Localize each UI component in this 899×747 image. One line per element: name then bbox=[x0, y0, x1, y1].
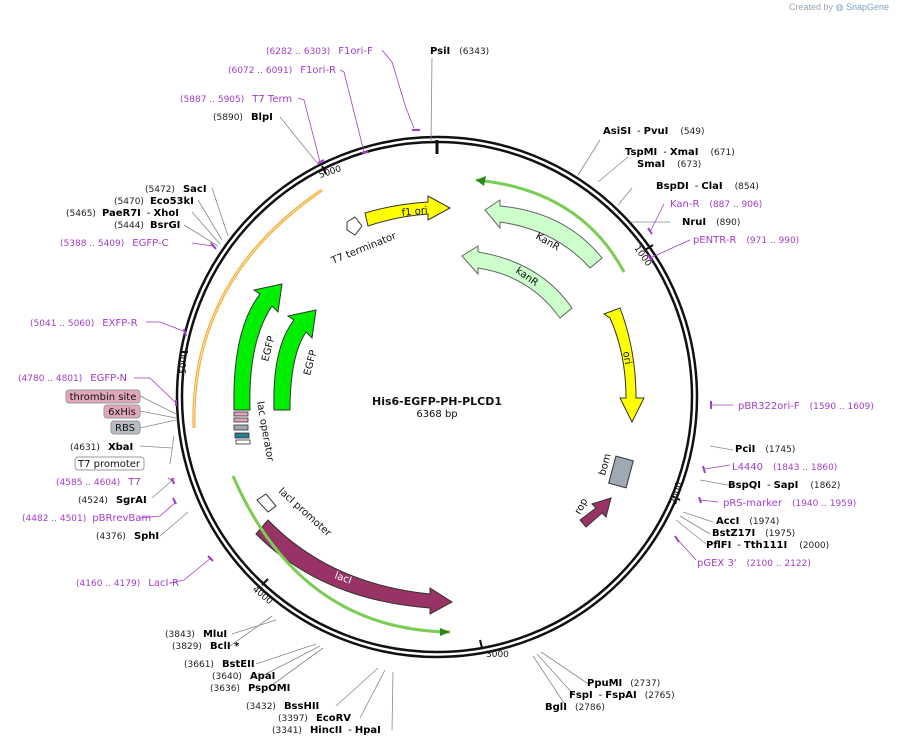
small-feature-stack[interactable] bbox=[233, 411, 251, 445]
site-fspi: FspI-FspAI(2765) bbox=[569, 690, 675, 701]
primer-pbrrevbam: (4482 .. 4501)pBRrevBam bbox=[22, 513, 151, 524]
f1-ori-label: f1 ori bbox=[401, 205, 428, 219]
primer-pbr322ori-f: pBR322ori-F(1590 .. 1609) bbox=[738, 401, 874, 412]
primer-exfp-r: (5041 .. 5060)EXFP-R bbox=[30, 318, 138, 329]
site-tspmi: TspMI-XmaI(671) bbox=[625, 147, 735, 158]
egfp-outer-label: EGFP bbox=[260, 335, 277, 363]
site-pflfi: PflFI-Tth111I(2000) bbox=[706, 540, 829, 551]
primer-leader-lines bbox=[134, 49, 733, 584]
primer-t7term: (5887 .. 5905)T7 Term bbox=[180, 94, 292, 105]
primer-f1ori-f: (6282 .. 6303)F1ori-F bbox=[266, 46, 373, 57]
site-ppumi: PpuMI(2737) bbox=[587, 678, 660, 689]
site-eco53ki: (5470)Eco53kI bbox=[114, 196, 194, 207]
kanr-outer-arrow[interactable] bbox=[484, 199, 603, 269]
primer-pgex3: pGEX 3'(2100 .. 2122) bbox=[697, 558, 811, 569]
tick-2000: 2000 bbox=[669, 481, 685, 506]
ori-arrow[interactable] bbox=[602, 307, 645, 424]
primer-t7: (4585 .. 4604)T7 bbox=[56, 477, 141, 488]
primer-f1ori-r: (6072 .. 6091)F1ori-R bbox=[228, 65, 336, 76]
tick-5000-a: 5000 bbox=[179, 351, 189, 374]
t7-terminator-label: T7 terminator bbox=[329, 230, 399, 267]
t7-promoter-label: T7 promoter bbox=[77, 459, 141, 470]
primer-ticks bbox=[171, 129, 712, 562]
rbs-label: RBS bbox=[115, 423, 135, 434]
site-bstz17i: BstZ17I(1975) bbox=[712, 528, 795, 539]
lac-operator-label: lac operator bbox=[254, 401, 276, 463]
kanr-inner-arrow[interactable] bbox=[461, 245, 573, 319]
site-blpi: (5890)BlpI bbox=[213, 112, 273, 123]
site-bspqi: BspQI-SapI(1862) bbox=[728, 480, 840, 491]
site-mlui: (3843)MluI bbox=[165, 629, 227, 640]
site-ecorv: (3397)EcoRV bbox=[278, 713, 351, 724]
site-pspomi: (3636)PspOMI bbox=[210, 683, 290, 694]
site-sgrai: (4524)SgrAI bbox=[78, 495, 147, 506]
site-bgli: BglI(2786) bbox=[545, 702, 605, 713]
laci-promoter-arrow[interactable] bbox=[256, 493, 277, 513]
plasmid-name: His6-EGFP-PH-PLCD1 bbox=[372, 395, 502, 408]
site-bsshii: (3432)BssHII bbox=[246, 701, 319, 712]
site-sphi: (4376)SphI bbox=[96, 531, 159, 542]
backbone-outer bbox=[175, 135, 699, 659]
egfp-inner-arrow[interactable] bbox=[273, 309, 317, 411]
egfp-outer-arrow[interactable] bbox=[233, 283, 283, 411]
tick-3000: 3000 bbox=[486, 650, 509, 660]
primer-prs-marker: pRS-marker(1940 .. 1959) bbox=[723, 498, 856, 509]
laci-strand[interactable] bbox=[231, 475, 451, 634]
thrombin-site-label: thrombin site bbox=[70, 392, 137, 403]
site-bsrgi: (5444)BsrGI bbox=[114, 220, 180, 231]
site-bspdi: BspDI-ClaI(854) bbox=[656, 181, 759, 192]
site-pcii: PciI(1745) bbox=[735, 444, 795, 455]
site-paer7i: (5465)PaeR7I-XhoI bbox=[66, 208, 179, 219]
primer-egfp-n: (4780 .. 4801)EGFP-N bbox=[18, 373, 127, 384]
site-xbai: (4631)XbaI bbox=[70, 442, 133, 453]
site-apai: (3640)ApaI bbox=[212, 671, 275, 682]
f1-ori-arrow[interactable] bbox=[364, 195, 452, 227]
site-smai: SmaI(673) bbox=[637, 159, 701, 170]
t7-terminator-arrow[interactable] bbox=[346, 216, 363, 236]
leader-lines bbox=[139, 57, 734, 731]
ori-label: ori bbox=[620, 351, 633, 366]
watermark: Created by ◍ SnapGene bbox=[789, 2, 889, 12]
his6-label: 6xHis bbox=[108, 407, 136, 418]
boxed-labels: thrombin site 6xHis RBS T7 promoter bbox=[65, 389, 145, 471]
laci-arrow[interactable] bbox=[255, 519, 453, 615]
site-bsteii: (3661)BstEII bbox=[184, 659, 255, 670]
egfp-inner-label: EGFP bbox=[302, 349, 319, 377]
rop-arrow[interactable] bbox=[579, 497, 612, 528]
site-saci: (5472)SacI bbox=[145, 184, 207, 195]
site-nrui: NruI(890) bbox=[682, 217, 740, 228]
site-asisi: AsiSI-PvuI(549) bbox=[603, 126, 705, 137]
tick-marks bbox=[180, 165, 681, 649]
site-hincii: (3341)HincII-HpaI bbox=[272, 725, 381, 736]
kanr-strand-arrow[interactable] bbox=[475, 178, 626, 273]
bom-box[interactable] bbox=[608, 455, 634, 489]
primer-l4440: L4440(1843 .. 1860) bbox=[732, 462, 837, 473]
primer-pentr-r: pENTR-R(971 .. 990) bbox=[693, 235, 799, 246]
plasmid-size: 6368 bp bbox=[416, 409, 457, 420]
primer-egfp-c: (5388 .. 5409)EGFP-C bbox=[60, 238, 169, 249]
site-acci: AccI(1974) bbox=[716, 516, 779, 527]
primer-kan-r: Kan-R(887 .. 906) bbox=[670, 199, 762, 210]
laci-promoter-label: lacI promoter bbox=[276, 486, 334, 540]
site-psii: PsiI(6343) bbox=[430, 46, 489, 57]
snapgene-logo-icon: ◍ bbox=[835, 2, 844, 12]
site-bcli: (3829)BclI * bbox=[172, 641, 240, 652]
rop-label: rop bbox=[573, 497, 590, 517]
primer-laci-r: (4160 .. 4179)LacI-R bbox=[76, 578, 179, 589]
